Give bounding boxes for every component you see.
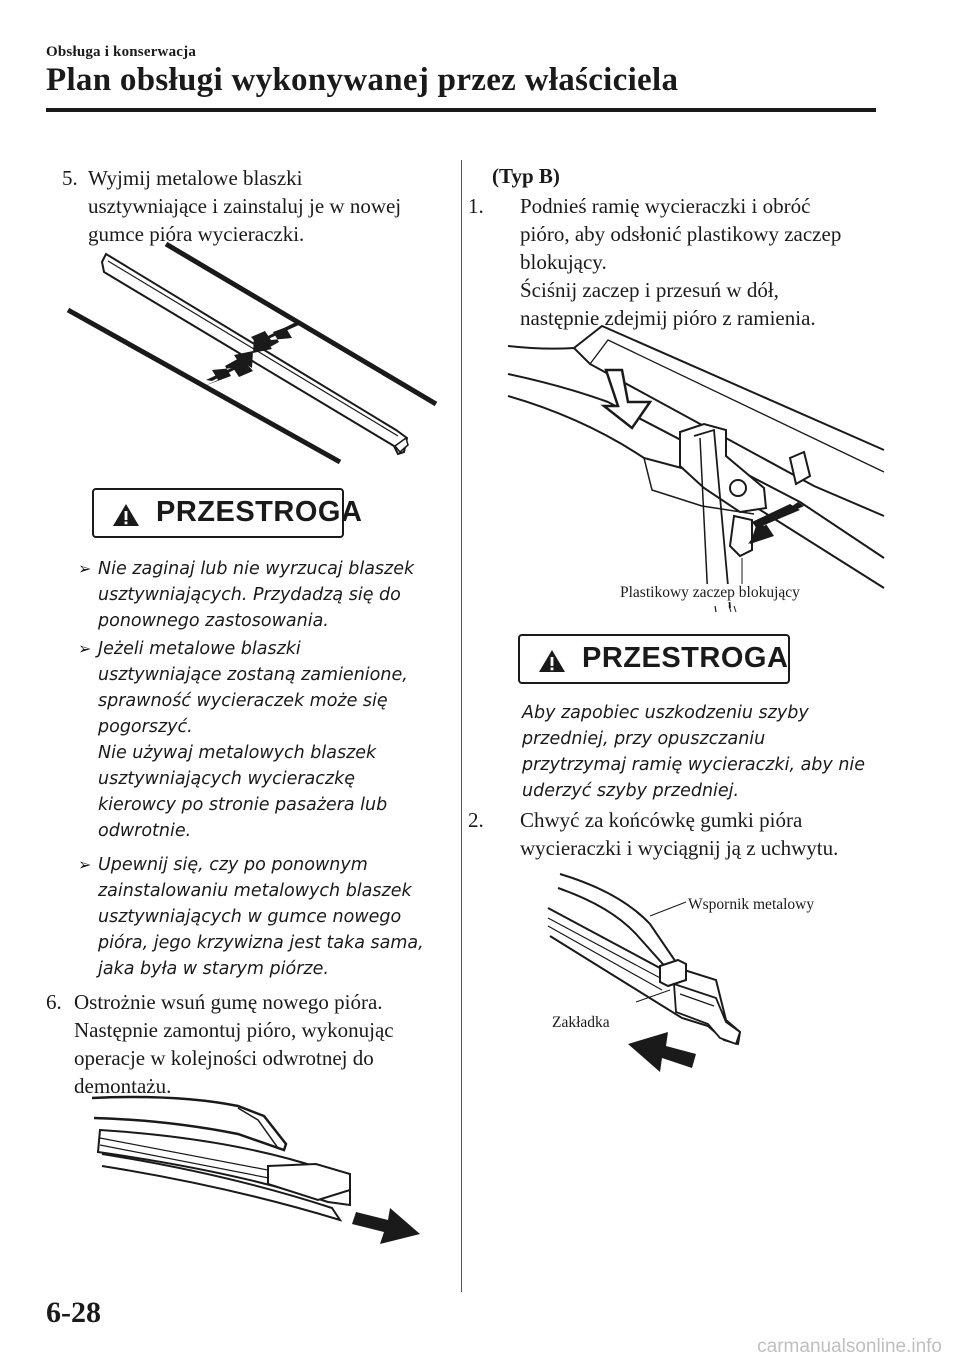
step-text-line: Podnieś ramię wycieraczki i obróć — [520, 194, 811, 218]
step-number: 1. — [468, 194, 484, 218]
note-3: ➢ Upewnij się, czy po ponownym zainstalo… — [78, 852, 458, 984]
caution-box: PRZESTROGA — [92, 488, 362, 538]
note-line: usztywniające zostaną zamienione, — [98, 665, 408, 685]
title-rule — [46, 108, 876, 112]
note-1: ➢ Nie zaginaj lub nie wyrzucaj blaszek u… — [78, 556, 458, 636]
note-line: kierowcy po stronie pasażera lub — [98, 795, 388, 815]
step-text-line: blokujący. — [520, 250, 607, 274]
step-text-line: Ściśnij zaczep i przesuń w dół, — [520, 278, 779, 302]
direction-arrow-icon — [600, 368, 653, 430]
note-line: przedniej, przy opuszczaniu — [522, 729, 766, 749]
direction-arrow-icon — [253, 323, 301, 353]
step-number: 6. — [46, 990, 62, 1014]
note-line: usztywniających. Przydadzą się do — [98, 585, 401, 605]
step-text-line: demontażu. — [74, 1074, 172, 1098]
note-line: Jeżeli metalowe blaszki — [98, 639, 301, 659]
caution-label: PRZESTROGA — [156, 496, 363, 528]
note-line: usztywniających wycieraczkę — [98, 769, 355, 789]
note-line: przytrzymaj ramię wycieraczki, aby nie — [522, 755, 866, 775]
step-text-line: Następnie zamontuj pióro, wykonując — [74, 1018, 394, 1042]
section-label: Obsługa i konserwacja — [46, 44, 197, 60]
page-title: Plan obsługi wykonywanej przez właścicie… — [46, 62, 679, 98]
step-1: 1. Podnieś ramię wycieraczki i obróć pió… — [468, 192, 888, 338]
note-line: ponownego zastosowania. — [98, 611, 329, 631]
note-line: zainstalowaniu metalowych blaszek — [98, 881, 412, 901]
warning-triangle-icon — [113, 504, 139, 526]
note-line: Nie używaj metalowych blaszek — [98, 743, 377, 763]
note-line: pogorszyć. — [98, 717, 193, 737]
caution-label: PRZESTROGA — [582, 642, 789, 674]
note-line: jaka była w starym piórze. — [98, 959, 329, 979]
note-line: odwrotnie. — [98, 821, 192, 841]
right-arrowhead-icon: ➢ — [78, 855, 92, 874]
figure-caption: Plastikowy zaczep blokujący — [618, 584, 802, 602]
step-text-line: wycieraczki i wyciągnij ją z uchwytu. — [520, 836, 839, 860]
step-number: 2. — [468, 808, 484, 832]
step-number: 5. — [62, 166, 78, 190]
figure-plastic-lock-clip — [507, 324, 885, 613]
step-text-line: Wyjmij metalowe blaszki — [88, 166, 303, 190]
direction-arrow-icon — [206, 351, 253, 381]
caution-text: Aby zapobiec uszkodzeniu szyby przedniej… — [522, 700, 882, 806]
note-line: Nie zaginaj lub nie wyrzucaj blaszek — [98, 559, 415, 579]
step-text-line: operacje w kolejności odwrotnej do — [74, 1046, 374, 1070]
step-text-line: pióro, aby odsłonić plastikowy zaczep — [520, 222, 842, 246]
note-line: sprawność wycieraczek może się — [98, 691, 388, 711]
label-tab: Zakładka — [552, 1014, 610, 1031]
figure-metal-strips — [66, 240, 439, 465]
right-arrowhead-icon: ➢ — [78, 639, 92, 658]
direction-arrow-icon — [628, 1032, 696, 1072]
caution-box: PRZESTROGA — [518, 634, 790, 684]
figure-metal-bracket — [547, 873, 742, 1072]
step-text-line: gumce pióra wycieraczki. — [88, 222, 305, 246]
note-line: uderzyć szyby przedniej. — [522, 781, 740, 801]
type-heading: (Typ B) — [492, 164, 560, 188]
step-text-line: następnie zdejmij pióro z ramienia. — [520, 306, 816, 330]
note-line: Upewnij się, czy po ponownym — [98, 855, 368, 875]
step-2: 2. Chwyć za końcówkę gumki pióra wyciera… — [468, 806, 888, 866]
step-text-line: Ostrożnie wsuń gumę nowego pióra. — [74, 990, 383, 1014]
step-6: 6. Ostrożnie wsuń gumę nowego pióra. Nas… — [46, 988, 456, 1104]
step-5: 5. Wyjmij metalowe blaszki usztywniające… — [62, 164, 452, 254]
note-line: Aby zapobiec uszkodzeniu szyby — [522, 703, 809, 723]
label-metal-bracket: Wspornik metalowy — [688, 896, 815, 913]
warning-triangle-icon — [539, 650, 565, 672]
column-divider — [461, 160, 462, 1292]
note-2: ➢ Jeżeli metalowe blaszki usztywniające … — [78, 636, 458, 846]
direction-arrow-icon — [750, 502, 804, 544]
direction-arrow-icon — [352, 1208, 420, 1244]
figure-blade-insertion — [91, 1095, 420, 1244]
page-number: 6-28 — [46, 1296, 101, 1329]
step-text-line: usztywniające i zainstaluj je w nowej — [88, 194, 402, 218]
note-line: usztywniających w gumce nowego — [98, 907, 402, 927]
right-arrowhead-icon: ➢ — [78, 559, 92, 578]
watermark: carmanualsonline.info — [757, 1336, 942, 1357]
step-text-line: Chwyć za końcówkę gumki pióra — [520, 808, 803, 832]
note-line: pióra, jego krzywizna jest taka sama, — [98, 933, 424, 953]
